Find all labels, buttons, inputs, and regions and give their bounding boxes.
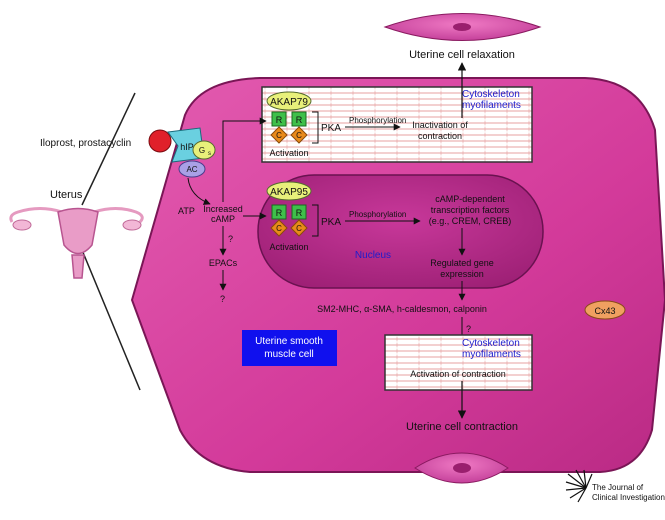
jci-logo-icon <box>565 469 593 503</box>
relaxed-cell-icon <box>383 13 542 41</box>
gs-label: G <box>199 146 205 155</box>
atp-label: ATP <box>178 206 195 216</box>
relaxation-label: Uterine cell relaxation <box>409 49 515 61</box>
nuc-r2-subunit <box>291 204 307 220</box>
epacs-label: EPACs <box>209 258 238 268</box>
nuc-phosphorylation-label: Phosphorylation <box>349 210 406 219</box>
top-pka-label: PKA <box>321 123 341 134</box>
nuc-c1-label: C <box>276 224 282 233</box>
akap95-ellipse <box>266 181 312 201</box>
nuc-c2-label: C <box>296 224 302 233</box>
top-target-line2: contraction <box>418 131 462 141</box>
top-phosphorylation-label: Phosphorylation <box>349 116 406 125</box>
uterus-icon <box>9 207 144 279</box>
proteins-question: ? <box>466 324 471 334</box>
cx43-ellipse <box>584 300 626 320</box>
top-target-line1: Inactivation of <box>412 120 468 130</box>
tf-line2: transcription factors <box>431 205 510 215</box>
atp-to-camp-arrow <box>187 177 211 205</box>
gs-subscript: s <box>208 151 211 157</box>
cell-label-box <box>242 330 337 366</box>
epacs-question-upper: ? <box>228 234 233 244</box>
akap95-label: AKAP95 <box>270 187 308 198</box>
contractile-proteins-label: SM2-MHC, α-SMA, h-caldesmon, calponin <box>317 304 487 314</box>
bottom-cyto-label-2: myofilaments <box>462 349 521 360</box>
journal-line1: The Journal of <box>592 483 644 492</box>
nuc-activation-label: Activation <box>269 242 308 252</box>
top-r1-subunit <box>271 111 287 127</box>
cell-label-line2: muscle cell <box>264 349 313 360</box>
camp-to-akap79-arrow <box>222 117 267 202</box>
top-cyto-label-1: Cytoskeleton <box>462 89 520 100</box>
nucleus-label: Nucleus <box>355 250 391 261</box>
nuc-r1-label: R <box>276 208 283 218</box>
nuc-pka-bracket <box>312 204 319 237</box>
epacs-question-lower: ? <box>220 294 225 304</box>
top-r2-subunit <box>291 111 307 127</box>
contracted-cell-icon <box>414 452 509 484</box>
agonist-label: Iloprost, prostacyclin <box>40 138 131 149</box>
nuc-pka-label: PKA <box>321 217 341 228</box>
camp-line1: Increased <box>203 204 243 214</box>
uterus-label: Uterus <box>50 189 83 201</box>
akap79-ellipse <box>266 91 312 111</box>
top-r2-label: R <box>296 115 303 125</box>
tf-line3: (e.g., CREM, CREB) <box>429 216 512 226</box>
zoom-line-lower <box>81 249 141 391</box>
cytoskeleton-box-bottom <box>384 334 533 391</box>
gs-protein <box>192 140 216 160</box>
top-r1-label: R <box>276 115 283 125</box>
gene-line2: expression <box>440 269 484 279</box>
top-c1-subunit <box>270 126 288 144</box>
top-pka-bracket <box>312 111 319 144</box>
zoom-line-upper <box>81 92 136 206</box>
nuc-r2-label: R <box>296 208 303 218</box>
top-cyto-label-2: myofilaments <box>462 100 521 111</box>
tf-line1: cAMP-dependent <box>435 194 505 204</box>
top-c2-subunit <box>290 126 308 144</box>
nucleus <box>257 174 544 289</box>
nuc-r1-subunit <box>271 204 287 220</box>
akap79-label: AKAP79 <box>270 97 308 108</box>
cx43-label: Cx43 <box>594 306 615 316</box>
top-c2-label: C <box>296 131 302 140</box>
cell-label-line1: Uterine smooth <box>255 336 323 347</box>
contraction-label: Uterine cell contraction <box>406 421 518 433</box>
top-activation-label: Activation <box>269 148 308 158</box>
top-c1-label: C <box>276 131 282 140</box>
nuc-c2-subunit <box>290 219 308 237</box>
camp-line2: cAMP <box>211 214 235 224</box>
journal-line2: Clinical Investigation <box>592 493 665 502</box>
agonist-ligand <box>148 129 172 153</box>
nuc-c1-subunit <box>270 219 288 237</box>
bottom-cyto-label-1: Cytoskeleton <box>462 338 520 349</box>
bottom-activation-label: Activation of contraction <box>410 369 506 379</box>
ac-enzyme <box>178 160 206 178</box>
gene-line1: Regulated gene <box>430 258 494 268</box>
hip-label: hIP <box>180 142 194 152</box>
ac-label: AC <box>186 165 197 174</box>
